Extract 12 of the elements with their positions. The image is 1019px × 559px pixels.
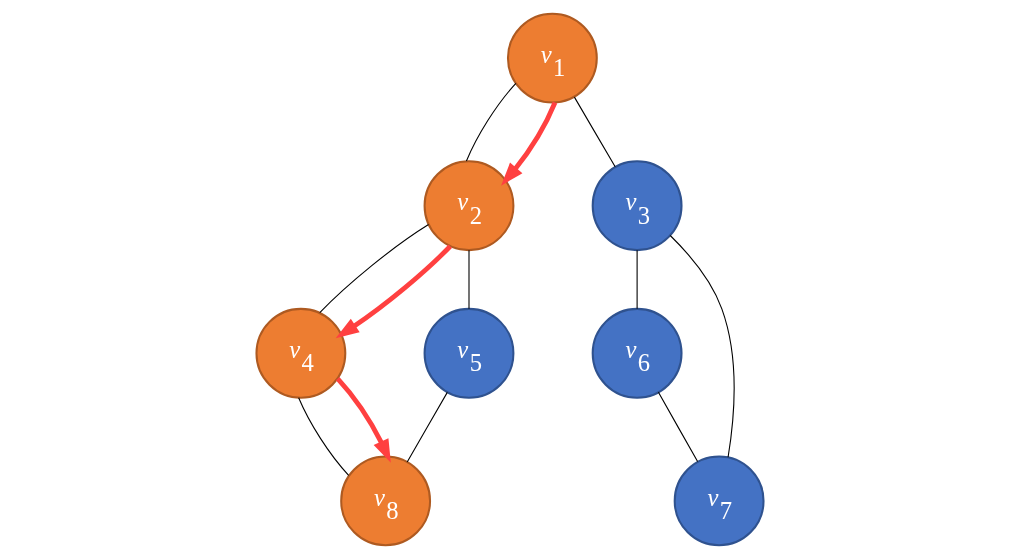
- connector: [406, 391, 448, 463]
- arrow: [500, 101, 557, 186]
- connector: [297, 397, 349, 476]
- arrow: [335, 244, 452, 339]
- connector: [467, 249, 470, 310]
- connector: [573, 96, 616, 168]
- arrow: [335, 377, 391, 463]
- connector: [636, 249, 638, 310]
- connector: [669, 234, 735, 458]
- connector: [465, 82, 516, 162]
- connector: [657, 391, 698, 463]
- connector: [318, 224, 429, 314]
